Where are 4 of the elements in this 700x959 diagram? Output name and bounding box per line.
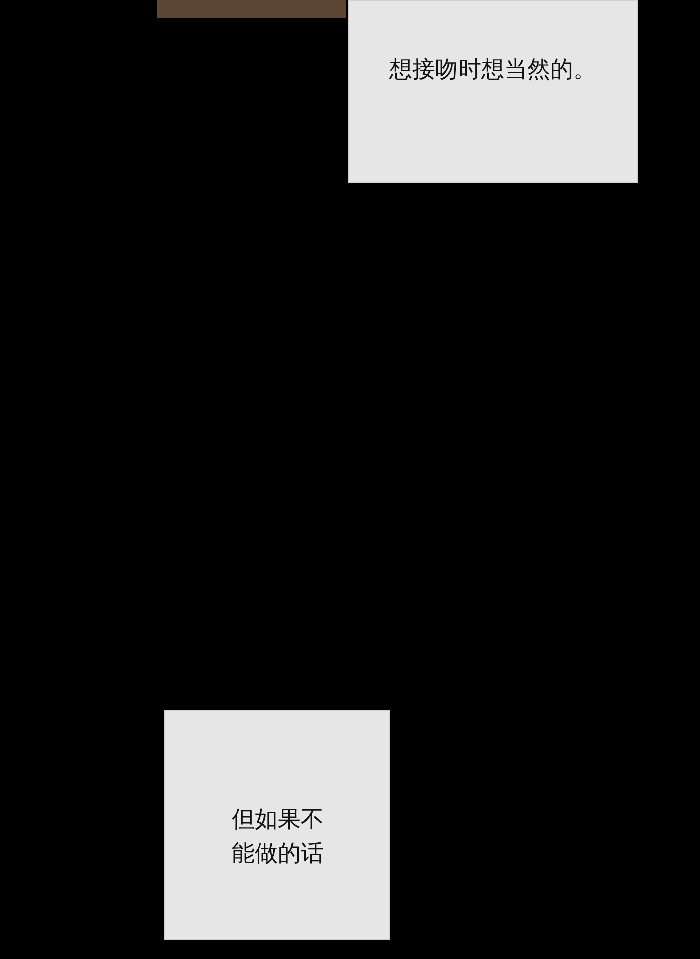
caption-text: 想接吻时想当然的。: [388, 56, 598, 85]
caption-text: 但如果不能做的话: [231, 806, 325, 869]
caption-box: [348, 0, 638, 183]
caption-box: [164, 710, 390, 940]
